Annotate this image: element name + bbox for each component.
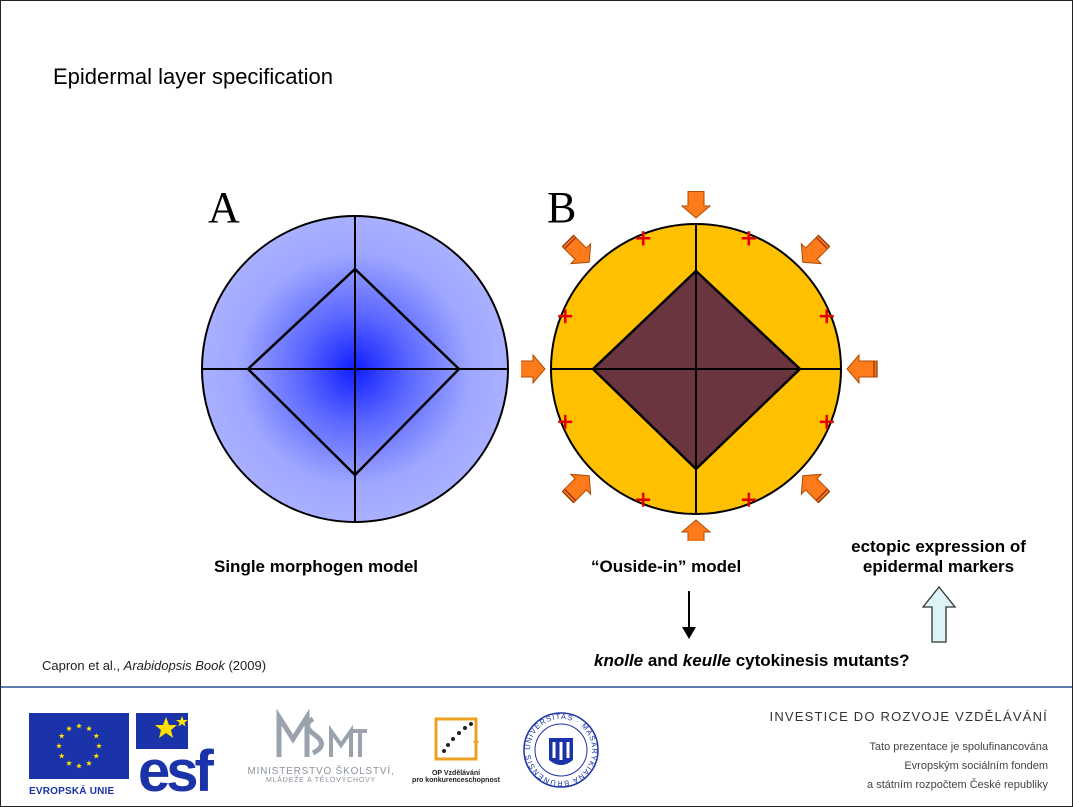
eu-star-icon: [56, 743, 62, 749]
eu-flag-icon: [29, 713, 129, 779]
msmt-label-2: MLÁDEŽE A TĚLOVÝCHOVY: [265, 777, 377, 784]
cofinancing-note: Tato prezentace je spolufinancována Evro…: [748, 738, 1048, 795]
msmt-logo: MINISTERSTVO ŠKOLSTVÍ, MLÁDEŽE A TĚLOVÝC…: [231, 708, 411, 794]
eu-star-icon: [76, 723, 82, 729]
eu-label: EVROPSKÁ UNIE: [29, 786, 115, 797]
signal-arrow: [561, 473, 592, 504]
eu-star-icon: [86, 725, 92, 732]
down-arrow-icon: [682, 591, 696, 639]
citation-book: Arabidopsis Book: [123, 658, 225, 673]
op-emblem-icon: [434, 717, 479, 761]
diagram-a: [201, 215, 509, 523]
op-label-2: pro konkurenceschopnost: [412, 777, 500, 784]
esf-logo: esf: [136, 713, 226, 804]
signal-arrow: [846, 353, 878, 385]
signal-arrow: [680, 191, 712, 219]
investice-heading: INVESTICE DO ROZVOJE VZDĚLÁVÁNÍ: [769, 709, 1048, 724]
eu-star-icon: [86, 760, 92, 766]
eu-logo: EVROPSKÁ UNIE: [29, 713, 129, 797]
caption-ectopic-expression: ectopic expression of epidermal markers: [851, 537, 1026, 576]
plus-sign: [636, 492, 651, 507]
signal-arrow: [561, 234, 592, 265]
gene-knolle: knolle: [594, 651, 644, 670]
signal-arrow: [521, 353, 546, 385]
op-label-1: OP Vzdělávání: [431, 770, 481, 777]
eu-star-icon: [58, 733, 65, 739]
cofin-line-1: Tato prezentace je spolufinancována: [869, 741, 1048, 753]
diagram-a-inner-diamond: [246, 267, 461, 477]
op-logo: OP Vzdělávání pro konkurenceschopnost: [411, 713, 501, 795]
masaryk-university-seal: UNIVERSITAS · MASARYKIANA BRUNENSIS ·: [521, 710, 599, 788]
footer-divider: [1, 686, 1072, 688]
cofin-line-2: Evropským sociálním fondem: [904, 760, 1048, 772]
signal-arrows: [521, 191, 878, 541]
signal-arrow: [680, 519, 712, 541]
msmt-label-1: MINISTERSTVO ŠKOLSTVÍ,: [247, 766, 395, 777]
question-rest: cytokinesis mutants?: [731, 651, 910, 670]
caption-outside-in: “Ouside-in” model: [591, 557, 742, 576]
gene-keulle: keulle: [682, 651, 731, 670]
eu-star-icon: [58, 753, 65, 759]
plus-sign: [741, 231, 756, 246]
question-and: and: [643, 651, 683, 670]
diagram-b: [521, 191, 878, 541]
panel-b-letter: B: [547, 183, 577, 232]
signal-arrow: [800, 234, 831, 265]
plus-signs: [558, 231, 834, 507]
panel-a-letter: A: [208, 183, 240, 232]
eu-star-icon: [93, 733, 100, 739]
slide-title: Epidermal layer specification: [53, 64, 334, 89]
eu-star-icon: [93, 753, 100, 759]
esf-label: esf: [138, 739, 215, 793]
eu-star-icon: [76, 763, 82, 769]
caption-mutants-question: knolle and keulle cytokinesis mutants?: [594, 651, 910, 671]
plus-sign: [819, 414, 834, 429]
plus-sign: [819, 309, 834, 324]
msmt-emblem-icon: [276, 708, 367, 757]
up-arrow-icon: [921, 585, 957, 643]
plus-sign: [558, 414, 573, 429]
citation: Capron et al., Arabidopsis Book (2009): [42, 658, 266, 673]
eu-star-icon: [66, 760, 72, 766]
signal-arrow: [800, 473, 831, 504]
plus-sign: [741, 492, 756, 507]
plus-sign: [636, 231, 651, 246]
plus-sign: [558, 309, 573, 324]
citation-authors: Capron et al.,: [42, 658, 124, 673]
eu-star-icon: [96, 743, 102, 749]
caption-single-morphogen: Single morphogen model: [214, 557, 419, 576]
citation-year: (2009): [224, 658, 267, 673]
cofin-line-3: a státním rozpočtem České republiky: [867, 779, 1048, 791]
eu-star-icon: [66, 725, 72, 732]
